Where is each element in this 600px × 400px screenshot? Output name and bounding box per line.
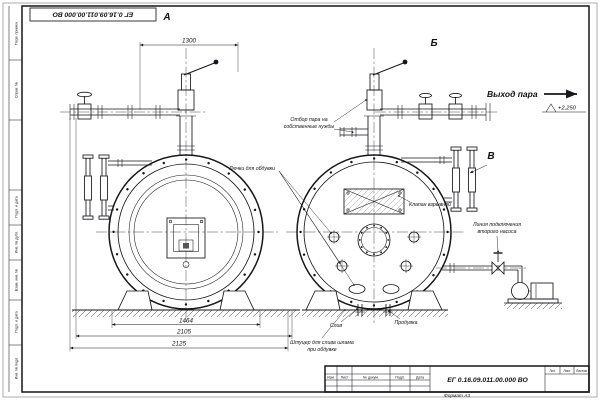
callout-text: второго насоса [477, 229, 516, 235]
titleblock-col-data: Дата [416, 376, 424, 380]
steam-outlet-callout: Выход пара +2,250 [487, 89, 586, 113]
titleblock-sheet: Лист [563, 369, 571, 373]
callout-text: при обдувке [307, 347, 336, 353]
steam-pipe-b [380, 92, 491, 121]
frame-column-label: Инв. № подл. [15, 357, 19, 379]
frame-column-label: Подп. и дата [15, 196, 19, 217]
handwheel-icon [419, 92, 432, 99]
titleblock-sheets: Листов [576, 369, 587, 373]
dimension-text: 2125 [171, 341, 187, 348]
frame-column-label: Взам. инв. № [15, 269, 19, 291]
callout-text: Штуцер для слива шлама [290, 340, 354, 346]
boiler-shell-b [296, 154, 452, 310]
flange-bolts-b [299, 157, 449, 307]
frame-column-label: Подп. и дата [15, 311, 19, 332]
valve-body [418, 103, 433, 120]
valve-icon [491, 260, 499, 276]
top-stamp: ЕГ 0.16.09.011.00.000 ВО [29, 7, 157, 22]
frame-column-label: Инв. № дубл. [15, 231, 19, 253]
frame-column-label: Справ. № [15, 82, 19, 98]
pump-line [442, 252, 523, 287]
drawing-code: ЕГ 0.16.09.011.00.000 ВО [447, 377, 528, 384]
handwheel-icon [77, 91, 92, 98]
callout-text: Линия подключения [472, 222, 521, 228]
callout-text: собственные нужды [284, 124, 335, 130]
lever-weight [213, 59, 219, 65]
saddle-support [305, 290, 341, 311]
ground-hatching-b [302, 309, 448, 317]
format-label: Формат А3 [444, 393, 471, 399]
callout-text: Слив [330, 323, 343, 329]
elevation-mark: +2,250 [558, 106, 577, 112]
dimension-2105: 2105 [75, 118, 293, 339]
steam-dryer [343, 188, 405, 215]
valve-icon [497, 260, 505, 276]
view-label-v: В [487, 151, 494, 162]
callout-pump-line: Линия подключения второго насоса [472, 222, 521, 253]
feed-pump [504, 282, 562, 309]
dimension-1300: 1300 [139, 38, 239, 110]
water-gauge-b [401, 146, 478, 212]
lever-weight [402, 59, 408, 65]
titleblock-col-izm: Изм. [327, 376, 335, 380]
boiler-front-view-b [286, 48, 562, 324]
callout-text: Клапан взрывной [409, 201, 451, 208]
callout-text: Лючки для обдувки [228, 166, 275, 172]
steam-outlet-label: Выход пара [487, 89, 538, 99]
valve-lever [372, 61, 407, 76]
callout-blow-hatches: Лючки для обдувки [228, 166, 355, 286]
titleblock-col-podp: Подп. [395, 376, 405, 380]
callout-drain: Слив [330, 308, 358, 329]
safety-valve-a [176, 59, 219, 155]
titleblock-col-dokum: № докум. [363, 376, 379, 380]
title-block: Изм. Лист № докум. Подп. Дата Лит. Лист … [324, 365, 590, 399]
dimension-text: 1300 [182, 38, 197, 45]
callout-own-needs: Отбор пара на собственные нужды [284, 99, 367, 134]
steam-pipe-a [69, 91, 180, 120]
titleblock-col-list: Лист [341, 376, 349, 380]
dimension-2125: 2125 [69, 118, 289, 352]
callout-sludge: Штуцер для слива шлама при обдувке [290, 309, 354, 353]
saddle-support [117, 290, 153, 311]
drain-stubs [355, 304, 393, 316]
blow-hatches [327, 230, 421, 294]
frame-column-label: Перв. примен. [15, 21, 19, 45]
view-label-a: А [162, 12, 170, 23]
ground-hatching-pump [504, 303, 562, 309]
top-stamp-code: ЕГ 0.16.09.011.00.000 ВО [52, 11, 133, 18]
valve-lever [183, 61, 218, 76]
dimension-text: 2105 [176, 329, 192, 336]
view-label-b: Б [430, 38, 437, 49]
callout-explosion-valve: Клапан взрывной [398, 195, 451, 208]
handwheel-icon [449, 92, 462, 99]
manhole [357, 223, 391, 257]
callout-text: Отбор пара на [290, 117, 327, 123]
safety-valve-b [339, 59, 408, 155]
dimension-text: 1464 [179, 317, 194, 324]
dimension-shell: 1464 [111, 311, 261, 328]
saddle-support [407, 290, 443, 311]
view-direction-arrow [469, 164, 488, 174]
valve-body [77, 103, 92, 120]
titleblock-lit: Лит. [549, 369, 555, 373]
saddle-support [219, 290, 255, 311]
ground-hatching-a [72, 309, 300, 317]
valve-body [448, 103, 463, 120]
callout-text: Продувка [395, 320, 418, 326]
water-gauge-a [82, 154, 152, 220]
flange-bolts-a [112, 158, 260, 306]
boiler-front-view-a: 1300 1464 2105 2125 [60, 38, 300, 352]
burner-door [166, 217, 206, 268]
callout-blowdown: Продувка [388, 310, 418, 326]
boiler-shell-a [108, 154, 264, 310]
